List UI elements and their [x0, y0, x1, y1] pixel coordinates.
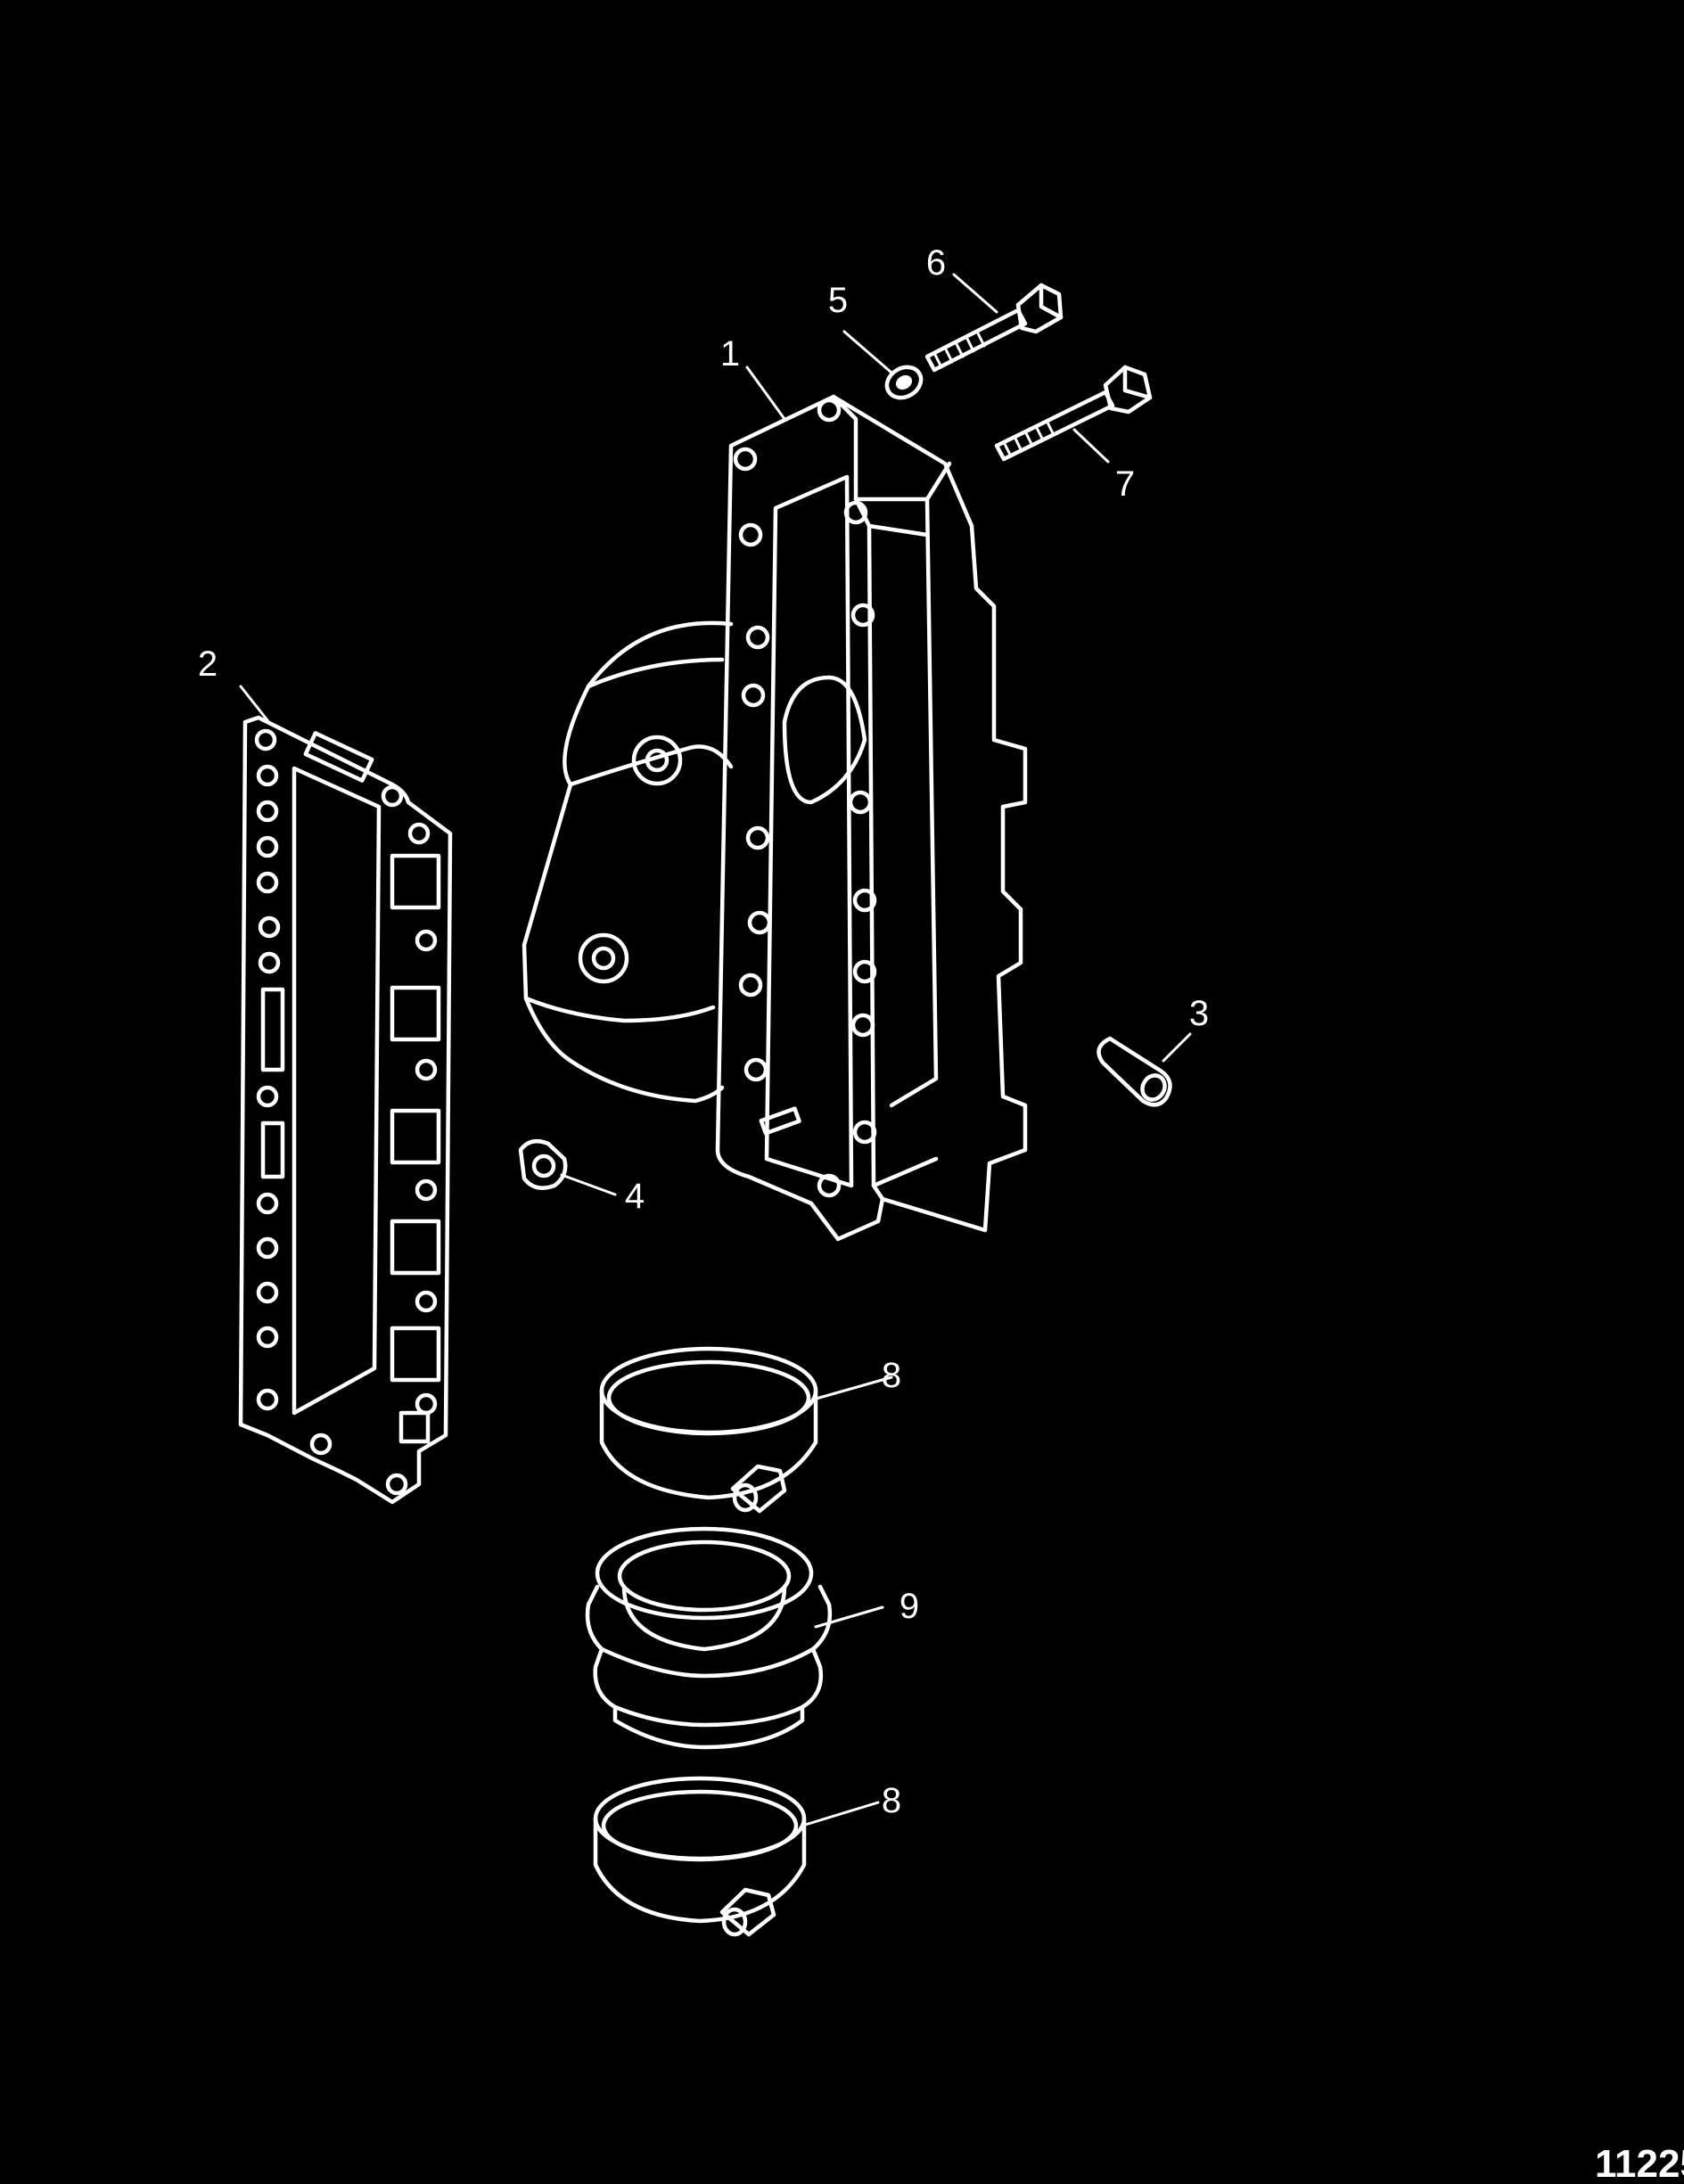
callout-1: 1	[720, 334, 740, 374]
washer-part	[884, 365, 924, 400]
callout-4: 4	[625, 1177, 645, 1216]
callout-3: 3	[1189, 994, 1209, 1033]
callout-6: 6	[926, 243, 946, 283]
figure-number: 11225	[1595, 2142, 1684, 2184]
callout-labels: 1 2 3 4 5 6 7 8 9 8	[198, 243, 1209, 1820]
callout-8a: 8	[882, 1356, 901, 1395]
callout-2: 2	[198, 645, 218, 684]
gasket-part	[238, 715, 453, 1505]
callout-8b: 8	[882, 1781, 901, 1820]
housing-part	[522, 394, 1028, 1242]
callout-7: 7	[1115, 464, 1135, 504]
long-bolt-part	[994, 365, 1153, 462]
pin-part	[1097, 1036, 1172, 1107]
hose-clamp-upper-part	[599, 1346, 818, 1514]
rubber-boot-part	[585, 1526, 833, 1750]
callout-9: 9	[900, 1587, 919, 1626]
hose-clamp-lower-part	[593, 1776, 807, 1937]
short-bolt-part	[924, 283, 1064, 373]
callout-5: 5	[828, 281, 848, 320]
leader-lines	[239, 273, 1192, 1827]
nut-part	[518, 1138, 568, 1190]
